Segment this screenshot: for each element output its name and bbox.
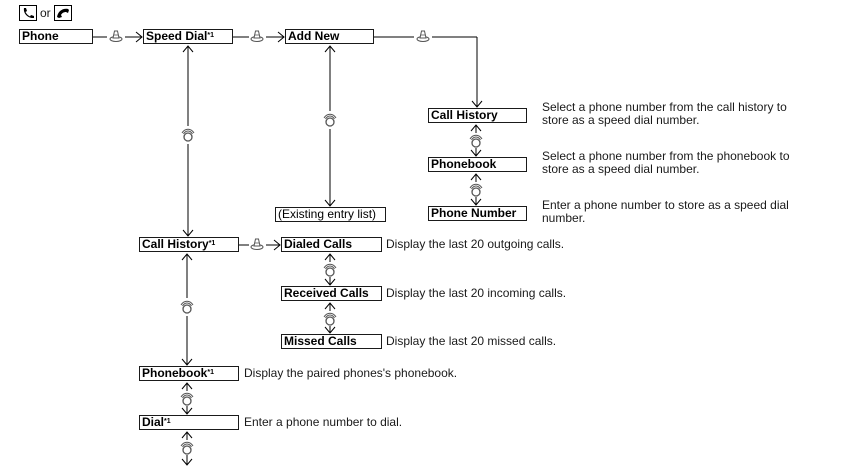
node-add-call-history[interactable]: Call History <box>428 108 527 123</box>
node-label: Phonebook <box>142 366 208 380</box>
selector-knob-icon <box>469 183 483 197</box>
node-label: Received Calls <box>284 286 369 300</box>
node-label: (Existing entry list) <box>278 207 377 221</box>
node-call-history[interactable]: Call History*1 <box>139 237 239 252</box>
phone-hangup-icon <box>53 4 72 21</box>
description-line: number. <box>542 211 586 225</box>
or-label: or <box>40 5 51 20</box>
node-missed-calls[interactable]: Missed Calls <box>281 334 382 349</box>
description-line: Select a phone number from the phonebook… <box>542 149 790 163</box>
node-existing-entry-list[interactable]: (Existing entry list) <box>275 207 386 222</box>
enter-knob-icon <box>250 238 264 250</box>
node-label: Phone <box>22 29 59 43</box>
node-label: Dialed Calls <box>284 237 353 251</box>
node-label: Missed Calls <box>284 334 357 348</box>
description-line: store as a speed dial number. <box>542 113 700 127</box>
node-add-new[interactable]: Add New <box>285 29 374 44</box>
dial-description: Enter a phone number to dial. <box>244 415 403 429</box>
node-speed-dial[interactable]: Speed Dial*1 <box>143 29 233 44</box>
node-label: Dial <box>142 415 165 429</box>
node-dialed-calls[interactable]: Dialed Calls <box>281 237 382 252</box>
node-phonebook[interactable]: Phonebook*1 <box>139 366 239 381</box>
selector-knob-icon <box>181 128 195 142</box>
selector-knob-icon <box>323 312 337 326</box>
selector-knob-icon <box>323 113 337 127</box>
node-label: Speed Dial <box>146 29 208 43</box>
node-phone[interactable]: Phone <box>19 29 93 44</box>
received-calls-description: Display the last 20 incoming calls. <box>386 286 567 300</box>
missed-calls-description: Display the last 20 missed calls. <box>386 334 557 348</box>
node-dial[interactable]: Dial*1 <box>139 415 239 430</box>
description-line: Select a phone number from the call hist… <box>542 100 787 114</box>
footnote-marker: *1 <box>208 240 216 247</box>
description-line: store as a speed dial number. <box>542 162 700 176</box>
footnote-marker: *1 <box>207 369 214 376</box>
enter-knob-icon <box>109 30 123 42</box>
phonebook-description: Display the paired phones's phonebook. <box>244 366 458 380</box>
node-add-phonebook[interactable]: Phonebook <box>428 157 527 172</box>
enter-knob-icon <box>250 30 264 42</box>
node-label: Call History <box>431 108 498 122</box>
node-label: Call History <box>142 237 209 251</box>
phone-pickup-icon <box>19 4 37 21</box>
node-label: Add New <box>288 29 340 43</box>
footnote-marker: *1 <box>207 32 214 39</box>
selector-knob-icon <box>469 134 483 148</box>
header-icons: or <box>19 4 72 21</box>
selector-knob-icon <box>180 392 194 406</box>
node-received-calls[interactable]: Received Calls <box>281 286 382 301</box>
footnote-marker: *1 <box>164 418 171 425</box>
add-phone-number-description: Enter a phone number to store as a speed… <box>542 199 789 225</box>
selector-knob-icon <box>180 300 194 314</box>
enter-knob-icon <box>416 30 430 42</box>
selector-knob-icon <box>180 441 194 455</box>
node-add-phone-number[interactable]: Phone Number <box>428 206 527 221</box>
node-label: Phone Number <box>431 206 517 220</box>
node-label: Phonebook <box>431 157 497 171</box>
dialed-calls-description: Display the last 20 outgoing calls. <box>386 237 565 251</box>
selector-knob-icon <box>323 263 337 277</box>
add-call-history-description: Select a phone number from the call hist… <box>542 101 787 127</box>
description-line: Enter a phone number to store as a speed… <box>542 198 789 212</box>
add-phonebook-description: Select a phone number from the phonebook… <box>542 150 790 176</box>
